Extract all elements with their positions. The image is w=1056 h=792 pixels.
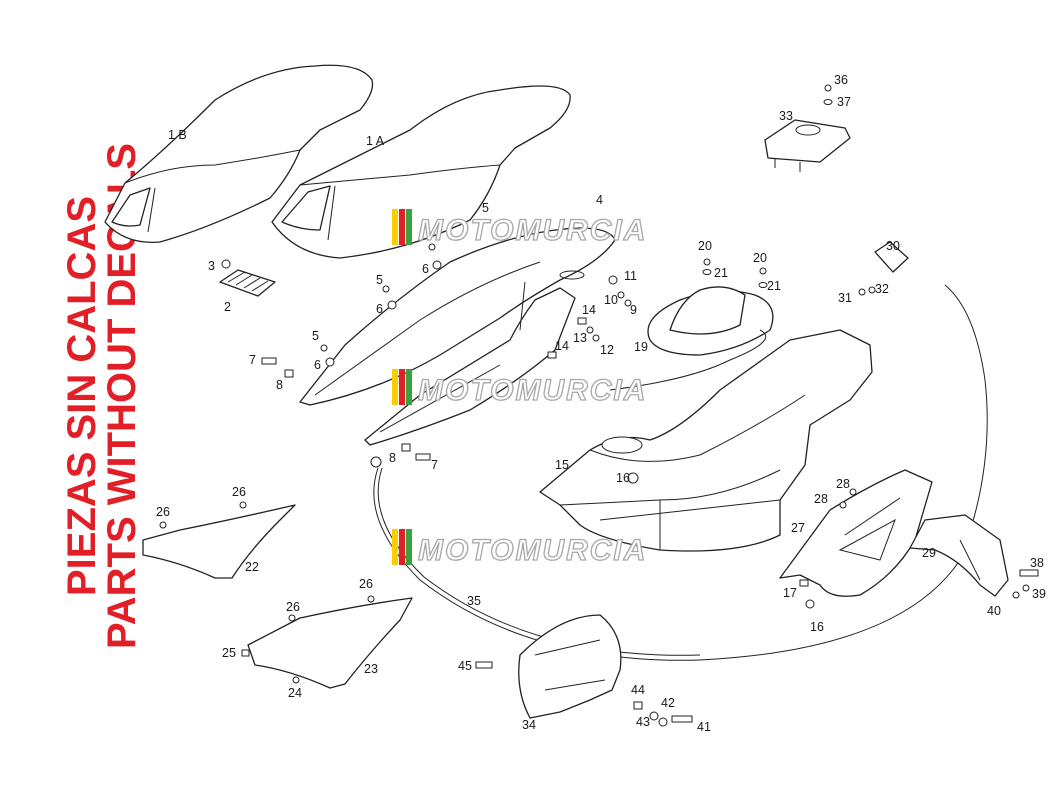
watermark-stripe-green — [406, 529, 412, 565]
part-29-bracket — [909, 514, 1009, 597]
callout-label: 3 — [208, 259, 215, 273]
callout-label: 13 — [573, 331, 587, 345]
callout-label: 41 — [697, 720, 711, 734]
watermark-text: MOTOMURCIA — [418, 534, 647, 567]
callout-label: 21 — [714, 266, 728, 280]
callout-label: 28 — [814, 492, 828, 506]
seat-1a — [271, 85, 571, 259]
callout-label: 1 B — [168, 128, 187, 142]
callout-label: 19 — [634, 340, 648, 354]
part-34-splash-guard — [518, 614, 622, 719]
callout-label: 28 — [836, 477, 850, 491]
watermark-2: MOTOMURCIA — [392, 369, 647, 408]
part-19-seat-seal — [647, 286, 774, 356]
watermark-text: MOTOMURCIA — [418, 214, 647, 247]
callout-label: 1 A — [366, 134, 385, 148]
callout-label: 43 — [636, 715, 650, 729]
watermark-stripe-red — [399, 209, 405, 245]
part-23-side-cover — [247, 597, 413, 689]
callout-labels: 1 B 1 A 2 3 4 5 5 5 6 6 6 7 7 8 8 9 10 1… — [156, 73, 1046, 734]
callout-label: 14 — [555, 339, 569, 353]
callout-label: 35 — [467, 594, 481, 608]
callout-label: 16 — [616, 471, 630, 485]
callout-label: 9 — [630, 303, 637, 317]
callout-label: 45 — [458, 659, 472, 673]
callout-label: 22 — [245, 560, 259, 574]
watermark-3: MOTOMURCIA — [392, 529, 647, 568]
callout-label: 26 — [286, 600, 300, 614]
part-33-bracket — [764, 119, 851, 172]
callout-label: 26 — [232, 485, 246, 499]
part-15-helmet-compartment — [539, 329, 873, 552]
callout-label: 29 — [922, 546, 936, 560]
watermark-stripe-red — [399, 529, 405, 565]
callout-label: 2 — [224, 300, 231, 314]
callout-label: 8 — [389, 451, 396, 465]
callout-label: 4 — [596, 193, 603, 207]
callout-label: 33 — [779, 109, 793, 123]
watermark-stripe-red — [399, 369, 405, 405]
callout-label: 5 — [482, 201, 489, 215]
callout-label: 14 — [582, 303, 596, 317]
callout-label: 37 — [837, 95, 851, 109]
seat-1b — [104, 64, 374, 243]
part-30 — [874, 241, 909, 273]
part-4-side-panels — [299, 227, 616, 446]
callout-label: 24 — [288, 686, 302, 700]
cable-19 — [609, 329, 767, 391]
callout-label: 10 — [604, 293, 618, 307]
watermark-text: MOTOMURCIA — [418, 374, 647, 407]
callout-label: 23 — [364, 662, 378, 676]
callout-label: 30 — [886, 239, 900, 253]
watermark-stripe-yellow — [392, 529, 398, 565]
callout-label: 6 — [314, 358, 321, 372]
callout-label: 25 — [222, 646, 236, 660]
callout-label: 42 — [661, 696, 675, 710]
part-27-tail-cover — [779, 469, 933, 597]
callout-label: 15 — [555, 458, 569, 472]
callout-label: 7 — [431, 458, 438, 472]
callout-label: 6 — [376, 302, 383, 316]
callout-label: 21 — [767, 279, 781, 293]
callout-label: 34 — [522, 718, 536, 732]
part-2-grid — [219, 269, 276, 297]
callout-label: 39 — [1032, 587, 1046, 601]
part-22-side-cover — [142, 504, 296, 579]
callout-label: 6 — [422, 262, 429, 276]
hardware-fasteners — [159, 84, 1039, 727]
watermark-1: MOTOMURCIA — [392, 209, 647, 248]
callout-label: 38 — [1030, 556, 1044, 570]
callout-label: 17 — [783, 586, 797, 600]
callout-label: 11 — [624, 269, 637, 283]
callout-label: 31 — [838, 291, 852, 305]
callout-label: 7 — [249, 353, 256, 367]
callout-label: 20 — [698, 239, 712, 253]
callout-label: 26 — [359, 577, 373, 591]
callout-label: 12 — [600, 343, 614, 357]
callout-label: 5 — [312, 329, 319, 343]
callout-label: 5 — [376, 273, 383, 287]
callout-label: 8 — [276, 378, 283, 392]
callout-label: 36 — [834, 73, 848, 87]
watermark-stripe-yellow — [392, 209, 398, 245]
watermark-stripe-green — [406, 369, 412, 405]
watermark-stripe-green — [406, 209, 412, 245]
watermark-stripe-yellow — [392, 369, 398, 405]
callout-label: 32 — [875, 282, 889, 296]
cable-35 — [373, 284, 988, 661]
callout-label: 26 — [156, 505, 170, 519]
callout-label: 16 — [810, 620, 824, 634]
callout-label: 40 — [987, 604, 1001, 618]
callout-label: 27 — [791, 521, 805, 535]
callout-label: 20 — [753, 251, 767, 265]
callout-label: 44 — [631, 683, 645, 697]
